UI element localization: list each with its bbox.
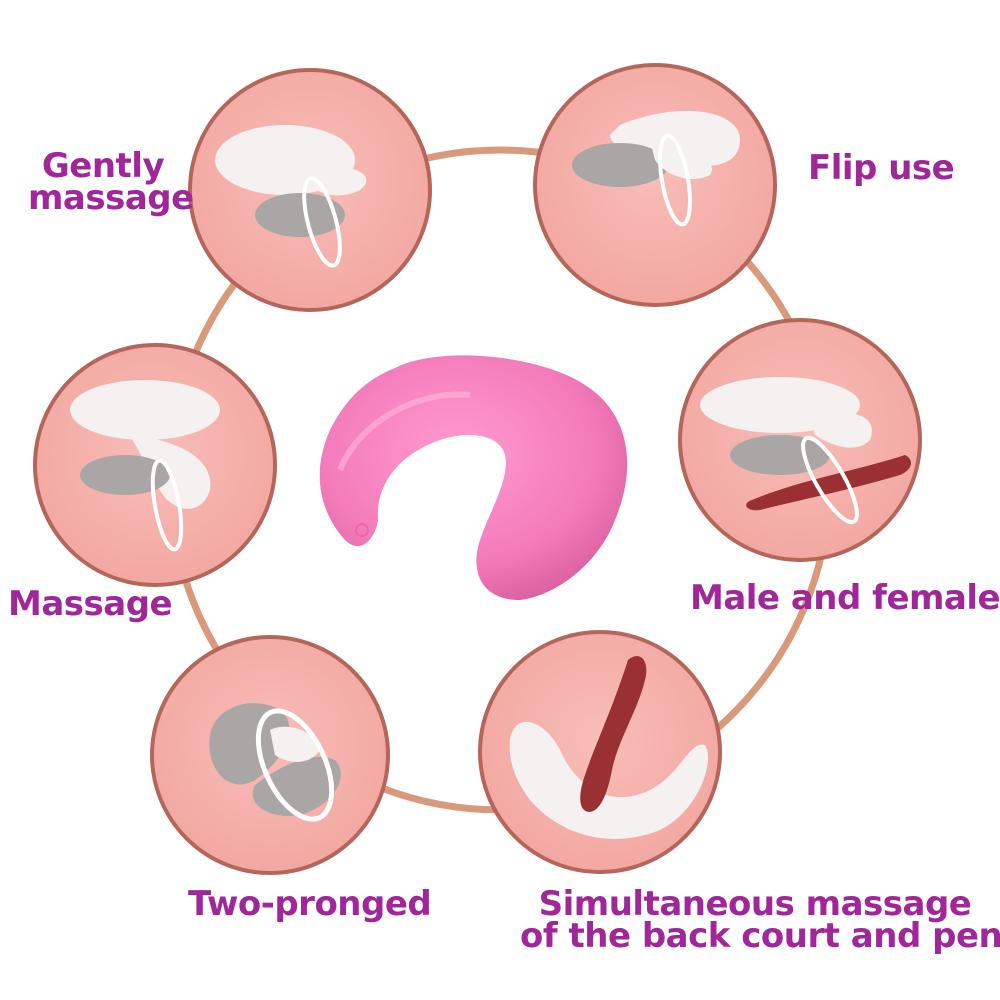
simultaneous-massage-position-icon — [478, 630, 722, 874]
label-male-and-female: Male and female — [690, 578, 1000, 618]
flip-use-position-icon — [533, 63, 777, 307]
gently-massage-position-icon — [188, 68, 432, 312]
c-shaped-vibrator-icon — [319, 355, 628, 600]
massage-position-icon — [33, 343, 277, 587]
label-two-pronged: Two-pronged — [188, 884, 432, 924]
label-flip-use: Flip use — [808, 148, 955, 188]
label-massage: Massage — [8, 584, 173, 624]
male-and-female-position-icon — [678, 318, 922, 562]
two-pronged-position-icon — [150, 635, 390, 875]
